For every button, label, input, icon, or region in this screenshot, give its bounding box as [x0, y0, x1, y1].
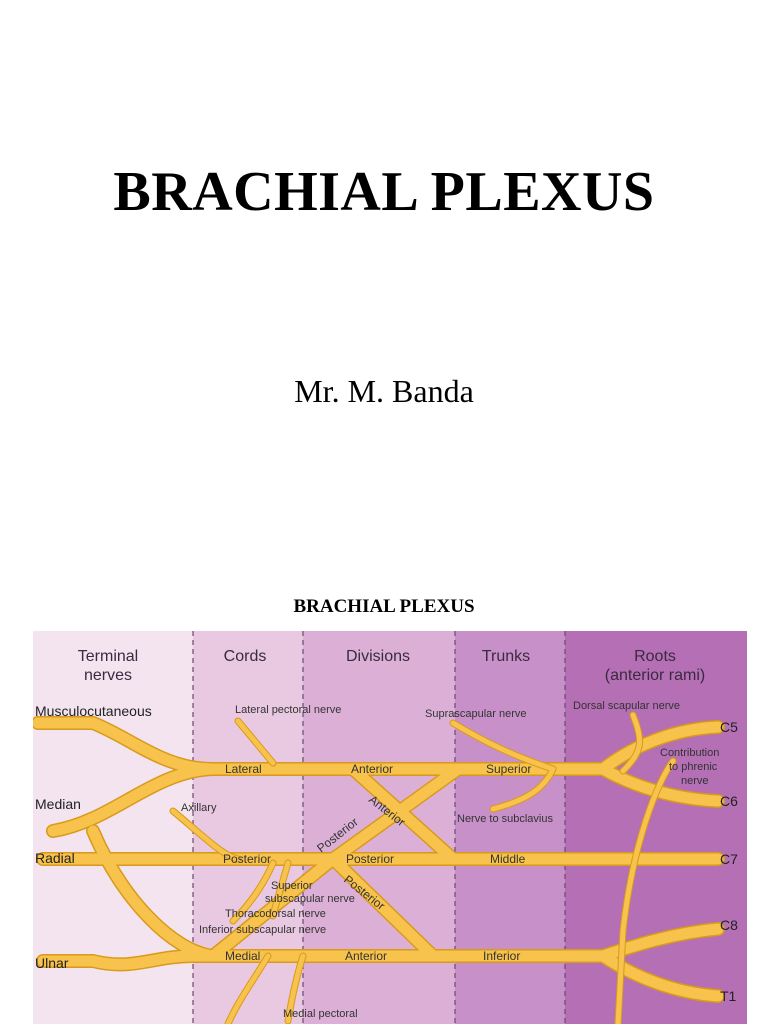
header-trunks: Trunks	[482, 648, 530, 665]
branch-lateral-pectoral: Lateral pectoral nerve	[235, 704, 341, 716]
branch-medial-pectoral: Medial pectoral	[283, 1008, 358, 1020]
root-label-c5: C5	[720, 719, 738, 735]
header-terminal-line1: Terminal	[78, 648, 138, 665]
terminal-musculocutaneous: Musculocutaneous	[35, 703, 152, 719]
zone-roots	[565, 631, 747, 1024]
trunk-middle: Middle	[490, 852, 526, 866]
header-cords: Cords	[224, 648, 267, 665]
branch-subclavius: Nerve to subclavius	[457, 813, 553, 825]
branch-inferior-subscapular: Inferior subscapular nerve	[199, 924, 326, 936]
header-divisions: Divisions	[346, 648, 410, 665]
header-roots-line1: Roots	[634, 648, 676, 665]
trunk-superior: Superior	[486, 762, 531, 776]
branch-thoracodorsal: Thoracodorsal nerve	[225, 908, 326, 920]
header-terminal-line2: nerves	[84, 667, 132, 684]
branch-phrenic-line3: nerve	[681, 775, 709, 787]
branch-phrenic-line1: Contribution	[660, 747, 719, 759]
branch-superior-subscapular-line1: Superior	[271, 880, 313, 892]
branch-axillary: Axillary	[181, 802, 217, 814]
root-label-c8: C8	[720, 917, 738, 933]
branch-superior-subscapular-line2: subscapular nerve	[265, 893, 355, 905]
root-label-c7: C7	[720, 851, 738, 867]
zone-trunks	[455, 631, 565, 1024]
division-anterior-top: Anterior	[351, 762, 393, 776]
cord-lateral: Lateral	[225, 762, 262, 776]
brachial-plexus-diagram: Terminal nerves Cords Divisions Trunks R…	[33, 631, 747, 1024]
branch-dorsal-scapular: Dorsal scapular nerve	[573, 700, 680, 712]
division-posterior-mid: Posterior	[346, 852, 394, 866]
root-label-c6: C6	[720, 793, 738, 809]
slide-title: BRACHIAL PLEXUS	[113, 161, 655, 223]
nerve-paths	[33, 711, 725, 1024]
terminal-ulnar: Ulnar	[35, 955, 69, 971]
figure-title: BRACHIAL PLEXUS	[293, 596, 475, 617]
trunk-inferior: Inferior	[483, 949, 520, 963]
division-anterior-bottom: Anterior	[345, 949, 387, 963]
root-label-t1: T1	[720, 988, 737, 1004]
terminal-radial: Radial	[35, 850, 75, 866]
branch-phrenic-line2: to phrenic	[669, 761, 718, 773]
header-roots-line2: (anterior rami)	[605, 667, 705, 684]
terminal-median: Median	[35, 796, 81, 812]
zone-cords	[193, 631, 303, 1024]
cord-posterior: Posterior	[223, 852, 271, 866]
author-name: Mr. M. Banda	[294, 373, 474, 409]
branch-suprascapular: Suprascapular nerve	[425, 708, 527, 720]
cord-medial: Medial	[225, 949, 260, 963]
